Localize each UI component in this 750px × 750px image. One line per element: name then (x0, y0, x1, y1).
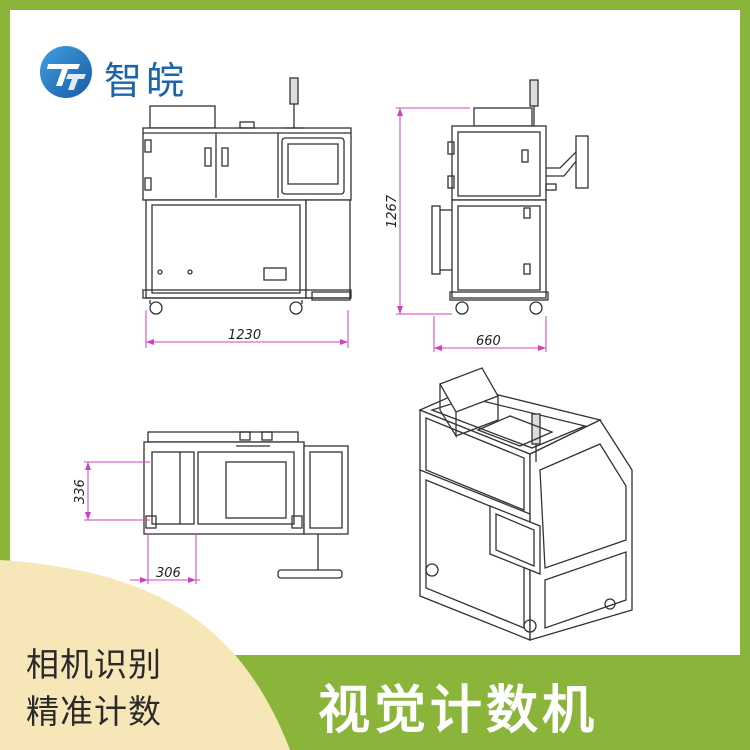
tagline-panel (0, 560, 290, 750)
product-name: 视觉计数机 (318, 681, 599, 741)
brand-name: 智皖 (104, 59, 189, 103)
right-border (740, 0, 750, 750)
dimension-front-width: 1230 (228, 328, 261, 343)
technical-drawing: 1230 1267 660 336 306 (73, 77, 633, 641)
isometric-view (418, 367, 633, 641)
tagline-line-2: 精准计数 (26, 692, 162, 731)
left-border (0, 0, 10, 750)
dimension-top-depth: 336 (73, 479, 88, 504)
side-view (431, 79, 589, 315)
front-view (142, 77, 352, 315)
tagline-line-1: 相机识别 (26, 645, 162, 684)
brand-logo-icon (40, 46, 92, 98)
dimension-top-width: 306 (156, 566, 181, 581)
dimension-side-depth: 660 (476, 334, 501, 349)
top-border (0, 0, 750, 10)
top-view (143, 431, 349, 579)
dimension-side-height: 1267 (385, 194, 400, 228)
